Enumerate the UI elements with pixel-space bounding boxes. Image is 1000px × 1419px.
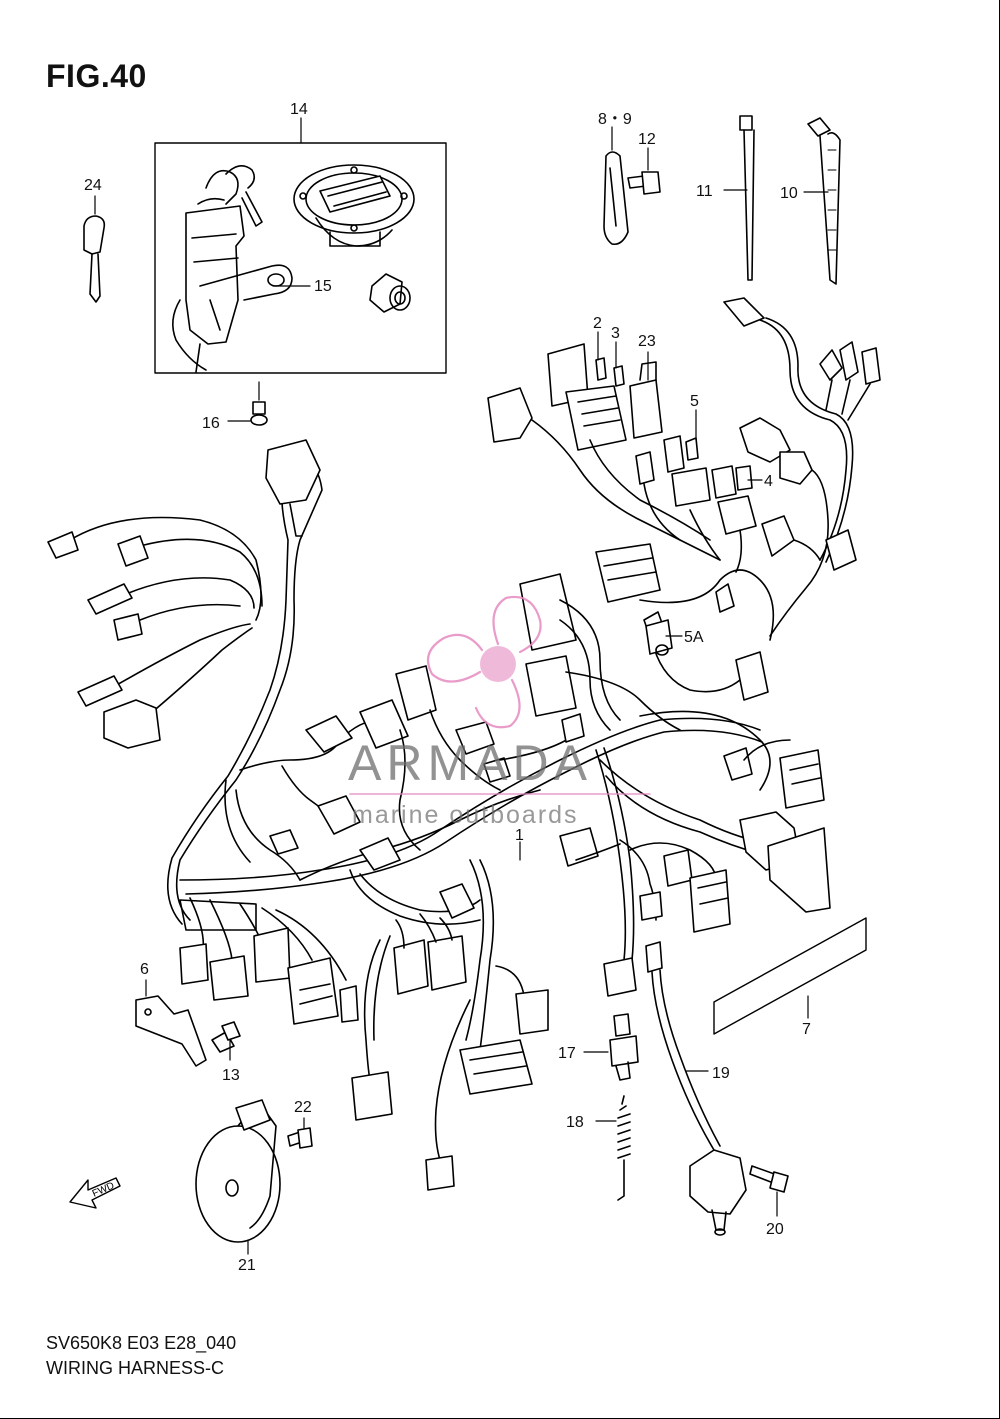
ignition-switch: [172, 165, 293, 373]
ecu-connectors: [519, 543, 775, 731]
label-part-2: 2: [593, 315, 602, 332]
figure-name: WIRING HARNESS-C: [46, 1358, 225, 1378]
bolt-20: [749, 1165, 789, 1217]
fuel-cap: [293, 164, 415, 247]
label-part-20: 20: [766, 1221, 784, 1238]
label-part-5: 5: [690, 393, 699, 410]
upper-harness: [723, 297, 881, 637]
label-part-7: 7: [802, 1021, 811, 1038]
watermark-logo-icon: [349, 595, 651, 795]
center-left-branch: [224, 665, 585, 881]
relay-block: [487, 343, 757, 573]
label-part-4: 4: [764, 473, 773, 490]
model-code: SV650K8 E03 E28_040: [46, 1333, 237, 1353]
plate-7: [713, 917, 867, 1035]
part-labels: 14 15 16 24 8・9 12 11 10 2 3 23 5 4 5A 1…: [84, 101, 811, 1274]
label-part-13: 13: [222, 1067, 240, 1084]
label-part-1: 1: [515, 827, 524, 844]
forward-arrow-label: FWD: [91, 1180, 116, 1199]
left-branch: [47, 516, 263, 749]
clip-5a: [645, 619, 673, 656]
watermark-brand: ARMADA: [348, 735, 592, 791]
label-part-17: 17: [558, 1045, 576, 1062]
leader-lines: [519, 331, 763, 861]
key: [83, 195, 106, 303]
label-part-6: 6: [140, 961, 149, 978]
cable-tie-11: [723, 115, 755, 281]
label-part-21: 21: [238, 1257, 256, 1274]
bolt-22: [287, 1117, 313, 1149]
seat-lock: [369, 273, 411, 313]
lower-left-connectors: [179, 897, 359, 1025]
label-part-22: 22: [294, 1099, 312, 1116]
bolt-12: [627, 147, 661, 195]
label-part-15: 15: [314, 278, 332, 295]
label-part-18: 18: [566, 1114, 584, 1131]
label-part-16: 16: [202, 415, 220, 432]
label-part-8-9: 8・9: [598, 111, 632, 128]
label-part-23: 23: [638, 333, 656, 350]
bolt-13: [211, 1021, 241, 1061]
figure-title: FIG.40: [46, 58, 147, 94]
bracket-6: [135, 979, 207, 1067]
label-part-5a: 5A: [684, 629, 704, 646]
label-part-12: 12: [638, 131, 656, 148]
sensor-19: [685, 1070, 747, 1236]
watermark-tagline: marine outboards: [352, 801, 579, 829]
cable-tie-10: [803, 117, 841, 285]
label-part-10: 10: [780, 185, 798, 202]
right-lower-branch: [559, 747, 731, 1151]
label-part-14: 14: [290, 101, 308, 118]
switch-17: [583, 1013, 639, 1081]
screw-16: [227, 381, 268, 426]
label-part-11: 11: [696, 183, 713, 200]
forward-arrow: FWD: [69, 1177, 121, 1209]
horn-21: [195, 1099, 281, 1255]
label-part-24: 24: [84, 177, 102, 194]
spring-18: [595, 1095, 631, 1201]
label-part-19: 19: [712, 1065, 730, 1082]
clamp-8-9: [603, 126, 629, 246]
main-harness: [166, 439, 831, 925]
label-part-3: 3: [611, 325, 620, 342]
center-lower-branch: [349, 859, 549, 1191]
